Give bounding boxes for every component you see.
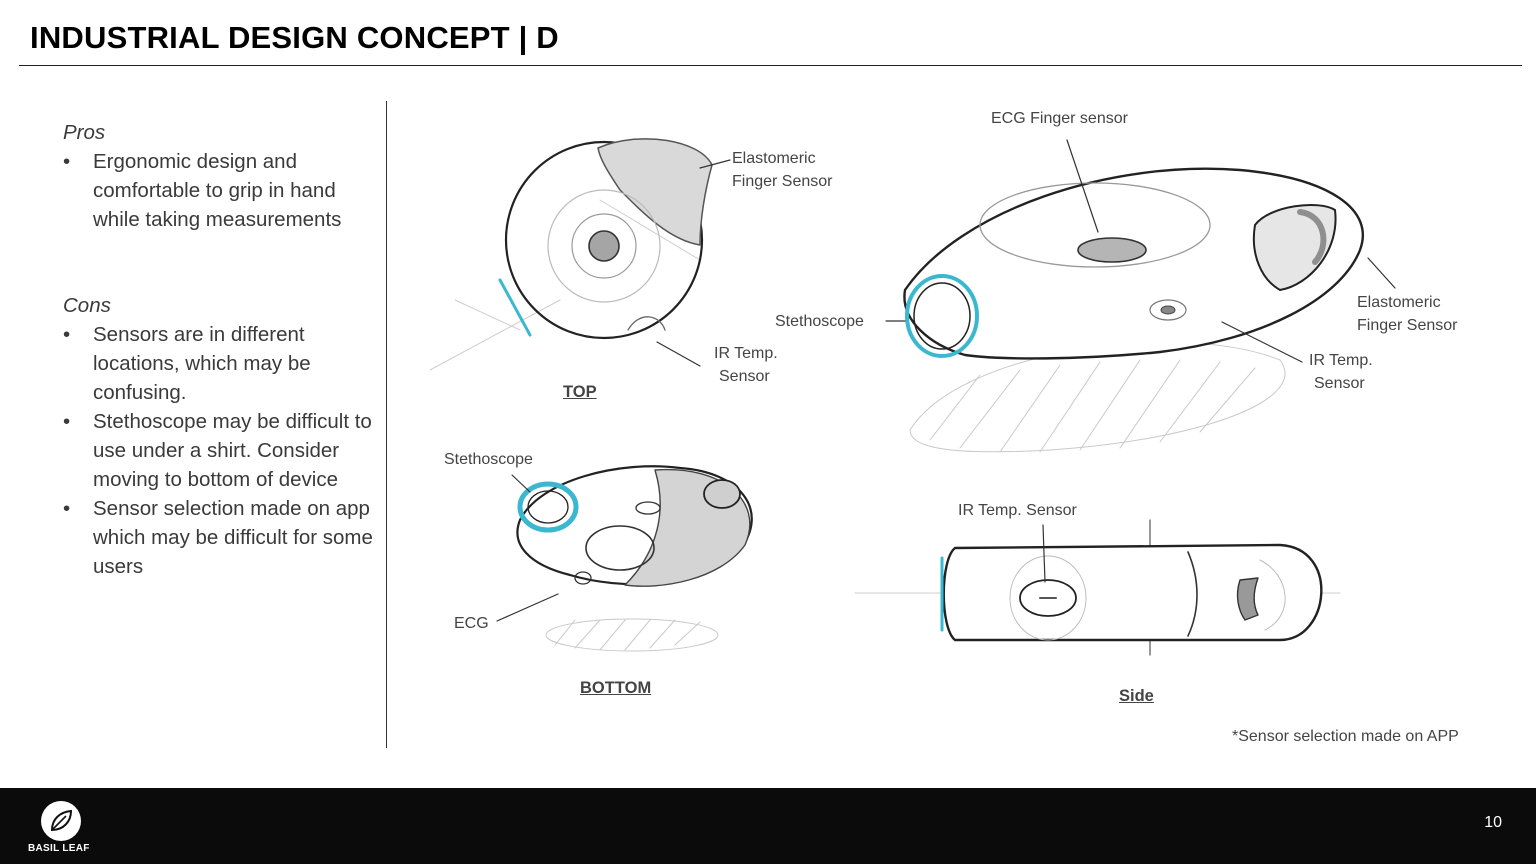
iso-elastomeric-label-2: Finger Sensor <box>1357 317 1458 334</box>
top-view-caption: TOP <box>563 383 597 401</box>
bottom-view-caption: BOTTOM <box>580 679 652 697</box>
top-elastomeric-label-2: Finger Sensor <box>732 173 833 190</box>
cons-heading: Cons <box>63 294 111 317</box>
top-elastomeric-label-1: Elastomeric <box>732 150 816 167</box>
iso-elastomeric-label-1: Elastomeric <box>1357 294 1441 311</box>
device-sketches <box>429 138 1396 656</box>
column-divider <box>386 101 387 748</box>
cons-item: Sensor selection made on app which may b… <box>63 494 373 581</box>
footer-bar <box>0 788 1536 864</box>
bottom-view-sketch <box>496 465 753 652</box>
top-ir-label-1: IR Temp. <box>714 345 778 362</box>
iso-ir-label-1: IR Temp. <box>1309 352 1373 369</box>
iso-ir-label-2: Sensor <box>1314 375 1365 392</box>
leaf-logo-icon <box>41 801 81 841</box>
page-number: 10 <box>1484 814 1502 831</box>
iso-stethoscope-label: Stethoscope <box>775 313 864 330</box>
pros-heading: Pros <box>63 121 106 144</box>
cons-list: Sensors are in different locations, whic… <box>63 320 373 581</box>
pros-cons-panel: Pros Ergonomic design and comfortable to… <box>63 118 373 581</box>
top-ir-label-2: Sensor <box>719 368 770 385</box>
side-ir-label: IR Temp. Sensor <box>958 502 1077 519</box>
title-underline <box>19 65 1522 66</box>
cons-item: Stethoscope may be difficult to use unde… <box>63 407 373 494</box>
slide-title: INDUSTRIAL DESIGN CONCEPT | D <box>30 20 559 55</box>
pros-list: Ergonomic design and comfortable to grip… <box>63 147 373 234</box>
bottom-ecg-label: ECG <box>454 615 489 632</box>
iso-view-sketch <box>885 139 1396 453</box>
iso-ecg-label: ECG Finger sensor <box>991 110 1128 127</box>
pros-item: Ergonomic design and comfortable to grip… <box>63 147 373 234</box>
top-view-sketch <box>429 138 731 371</box>
side-view-sketch <box>854 519 1341 656</box>
cons-item: Sensors are in different locations, whic… <box>63 320 373 407</box>
brand-name: BASIL LEAF <box>28 843 90 854</box>
footnote: *Sensor selection made on APP <box>1232 728 1459 745</box>
side-view-caption: Side <box>1119 687 1154 705</box>
bottom-stethoscope-label: Stethoscope <box>444 451 533 468</box>
